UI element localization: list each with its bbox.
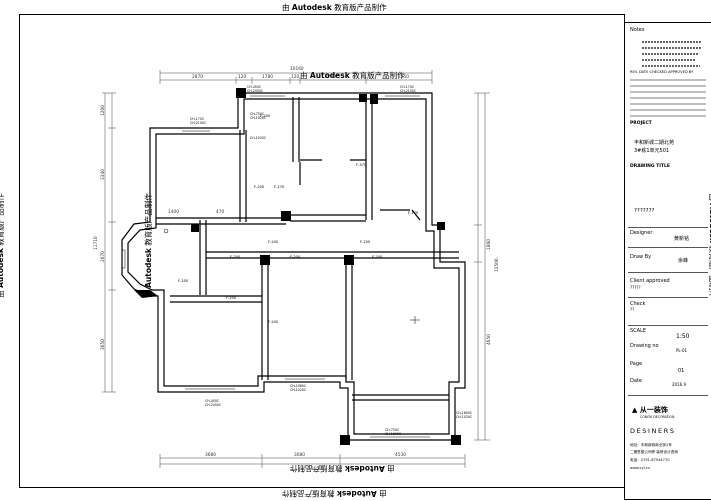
address-line-2: 二期售楼公司旁 装修设计咨询	[630, 450, 678, 454]
drawing-title-value: ???????	[634, 208, 655, 214]
tag-5: F-200	[260, 114, 271, 118]
dim-bottom-1: 3680	[205, 452, 216, 458]
tag-1: F-170	[408, 211, 419, 215]
address-line-1: 地址：丰和新城商业街1号	[630, 443, 672, 447]
dim-left-3: 2670	[100, 251, 106, 262]
drawing-title-label: DRAWING TITLE	[630, 164, 670, 169]
drawing-no-value: PL-01	[676, 348, 688, 353]
dim-bottom-3: 4530	[395, 452, 406, 458]
dim-left-1: 1200	[100, 105, 106, 116]
web-line: www.cyi.cn	[630, 466, 651, 470]
window-tag-9: CH-2100C	[400, 89, 417, 93]
date-label: Date	[630, 378, 642, 384]
window-tag-3: CH-170C	[190, 117, 205, 121]
drawn-by-value: 余峰	[678, 258, 689, 264]
page-value: 01	[678, 368, 685, 374]
window-tag-14: CH-750C	[385, 428, 400, 432]
check-label: Check	[630, 301, 646, 307]
dim-left-4: 3650	[100, 339, 106, 350]
tag-6: F-200	[230, 255, 241, 259]
window-tag-6: CH-1020C	[250, 116, 267, 120]
dim-top-3: 1780	[262, 74, 273, 80]
window-tag-2: CH-2450C	[247, 89, 264, 93]
title-block-frame	[624, 22, 711, 500]
window-tag-4: CH-2100C	[190, 121, 207, 125]
dim-left-total: 11710	[93, 236, 99, 250]
tag-11: F-200	[226, 296, 237, 300]
project-label: PROJECT	[630, 121, 652, 126]
company-logo: ▲ 从一装饰	[632, 406, 668, 414]
project-line-1: 丰和新城二期北苑	[634, 140, 675, 146]
window-tag-1: CH-450C	[247, 85, 262, 89]
dim-right-total: 12500	[494, 258, 500, 272]
window-tag-7: CH-1020C	[250, 136, 267, 140]
notes-label: Notes	[630, 27, 645, 33]
notes-lines	[642, 41, 702, 67]
tag-3: F-270	[274, 185, 285, 189]
window-tag-17: CH-1020C	[456, 415, 473, 419]
drawn-by-label: Draw By	[630, 254, 652, 260]
window-tag-15: CH-1600C	[385, 432, 402, 436]
title-block: Notes REV. DATE CHECKED APPROVED BY	[626, 22, 710, 500]
company-subtitle: CONGYI DECORATION	[640, 415, 675, 419]
dim-top-2: 120	[238, 74, 246, 80]
tag-4: F-370	[356, 163, 367, 167]
designer-label: Designer	[630, 230, 653, 236]
window-tag-12: CH-1980C	[290, 384, 307, 388]
dim-top-1: 2870	[192, 74, 203, 80]
watermark-mid-top: 由 Autodesk 教育版产品制作	[300, 71, 405, 80]
tag-10: F-200	[360, 240, 371, 244]
window-tag-5: CH-750C	[250, 112, 265, 116]
dim-right-1: 1860	[486, 239, 492, 250]
dim-top-5: 2780	[325, 74, 336, 80]
logo-mark-icon: ▲	[632, 406, 638, 414]
rev-table	[630, 79, 706, 117]
dim-top-total: 10160	[290, 66, 304, 72]
designers-text: DESINERS	[630, 427, 676, 435]
check-value: ??	[630, 307, 635, 312]
dim-top-6: 2250	[398, 74, 409, 80]
dim-top-4: 120	[291, 74, 299, 80]
page-label: Page	[630, 361, 643, 367]
window-tag-13: CH-1020C	[290, 388, 307, 392]
tag-9: F-200	[268, 240, 279, 244]
dim-bottom-total: 11650	[308, 466, 322, 472]
window-tag-11: CH-2450C	[205, 403, 222, 407]
scale-value: 1:50	[676, 333, 690, 340]
dim-right-2: 4650	[486, 334, 492, 345]
client-approved-label: Client approved	[630, 278, 670, 284]
watermark-top: 由 Autodesk 教育版产品制作	[282, 3, 387, 12]
tag-13: F-200	[268, 320, 279, 324]
window-tag-16: CH-1800C	[456, 411, 473, 415]
tag-12: F-250	[178, 279, 189, 283]
dim-left-2: 3340	[100, 169, 106, 180]
window-tag-10: CH-450C	[205, 399, 220, 403]
rev-header: REV. DATE CHECKED APPROVED BY	[630, 70, 694, 74]
tag-2: F-200	[254, 185, 265, 189]
tag-7: F-200	[290, 255, 301, 259]
dim-inner-1: 1400	[168, 209, 179, 215]
date-value: 2016.9	[672, 382, 686, 387]
project-line-2: 3#栋1单元501	[634, 148, 670, 154]
client-approved-value: ?????	[630, 285, 641, 290]
designer-value: 黄新铭	[674, 236, 690, 242]
drawing-no-label: Drawing no	[630, 343, 659, 349]
window-tag-8: CH-170C	[400, 85, 415, 89]
dim-inner-2: 470	[216, 209, 224, 215]
tag-8: F-200	[372, 255, 383, 259]
dim-bottom-2: 3080	[294, 452, 305, 458]
phone-line: 电话：0791-87544770	[630, 458, 670, 462]
scale-label: SCALE	[630, 328, 647, 334]
